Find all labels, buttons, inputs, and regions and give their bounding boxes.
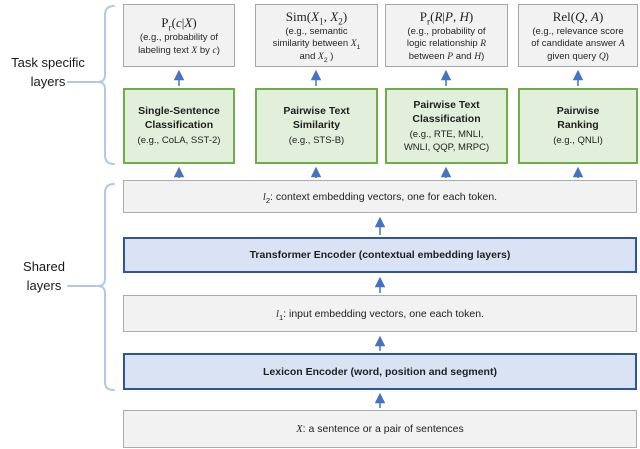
left-brace-icon bbox=[96, 5, 115, 165]
input-sentence-bar: X: a sentence or a pair of sentences bbox=[123, 410, 637, 448]
l2-context-embedding-bar: l2: context embedding vectors, one for e… bbox=[123, 180, 637, 213]
label-line: layers bbox=[26, 278, 62, 293]
left-brace-icon bbox=[96, 183, 115, 391]
task-subtitle: (e.g., CoLA, SST-2) bbox=[137, 135, 221, 147]
bar-label: l1: input embedding vectors, one each to… bbox=[276, 307, 484, 322]
flow-arrows bbox=[173, 69, 584, 408]
formula: Pr(R|P, H) bbox=[419, 8, 474, 28]
formula: Rel(Q, A) bbox=[552, 8, 604, 24]
l1-input-embedding-bar: l1: input embedding vectors, one each to… bbox=[123, 295, 637, 332]
bar-label: l2: context embedding vectors, one for e… bbox=[262, 190, 498, 205]
task-subtitle: (e.g., RTE, MNLI,WNLI, QQP, MRPC) bbox=[403, 129, 490, 153]
label-line: Shared bbox=[23, 259, 65, 274]
task-subtitle: (e.g., QNLI) bbox=[553, 135, 603, 147]
grouping-braces bbox=[67, 5, 115, 391]
lexicon-encoder-bar: Lexicon Encoder (word, position and segm… bbox=[123, 353, 637, 390]
task-subtitle: (e.g., STS-B) bbox=[288, 135, 345, 147]
bar-label: Lexicon Encoder (word, position and segm… bbox=[263, 365, 497, 378]
bar-label: Transformer Encoder (contextual embeddin… bbox=[249, 249, 511, 261]
label-shared-layers: Shared layers bbox=[2, 257, 86, 295]
bar-label: X: a sentence or a pair of sentences bbox=[296, 423, 464, 435]
label-task-specific-layers: Task specific layers bbox=[2, 53, 94, 91]
transformer-encoder-bar: Transformer Encoder (contextual embeddin… bbox=[123, 237, 637, 273]
formula: Sim(X1, X2) bbox=[285, 8, 348, 28]
formula: Pr(c|X) bbox=[161, 15, 197, 34]
label-line: Task specific bbox=[11, 55, 85, 70]
label-line: layers bbox=[30, 74, 66, 89]
